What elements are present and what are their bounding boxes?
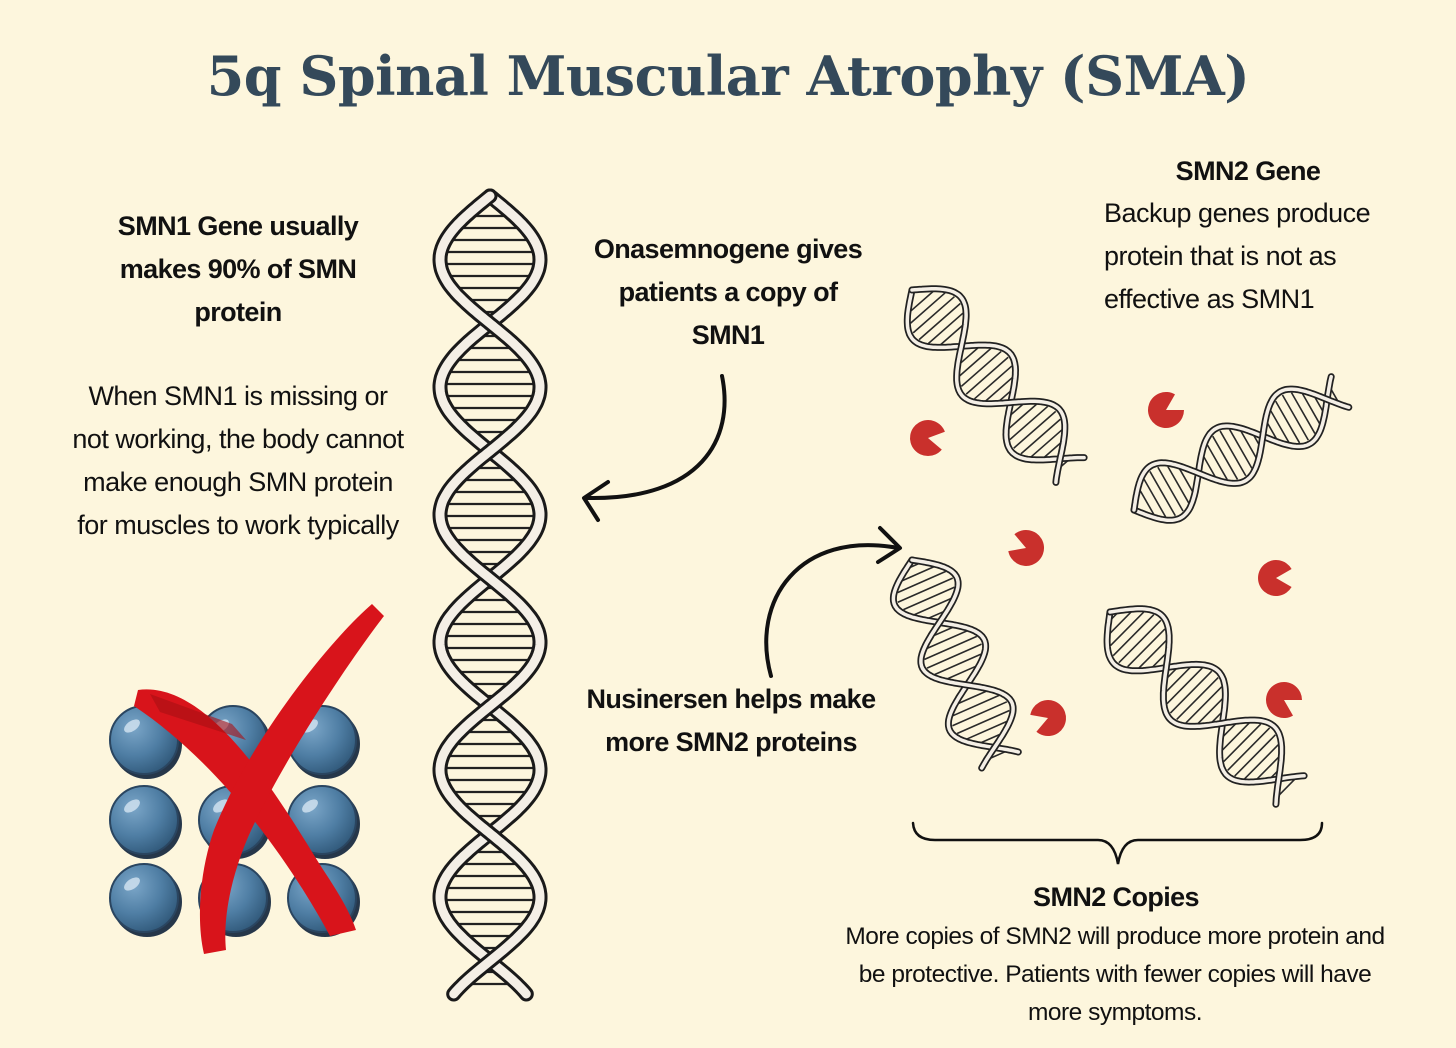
pacman-protein-icon [1008, 529, 1045, 566]
curly-brace-icon [911, 821, 1324, 865]
protein-fragments [910, 391, 1302, 737]
dna-helix-icon [1103, 605, 1308, 808]
arrow-nusinersen [764, 543, 900, 678]
pacman-protein-icon [1266, 682, 1302, 719]
arrow-head-icon [582, 480, 610, 522]
smn1-heading: SMN1 Gene usually makes 90% of SMN prote… [117, 211, 359, 327]
smn1-description: When SMN1 is missing or not working, the… [72, 381, 404, 540]
smn2-dna-group [889, 285, 1353, 808]
dna-helix-icon [432, 188, 548, 1002]
pacman-protein-icon [910, 420, 945, 457]
pacman-protein-icon [1258, 560, 1292, 596]
page-title: 5q Spinal Muscular Atrophy (SMA) [206, 44, 1250, 108]
smn2-copies-title: SMN2 Copies [1033, 882, 1200, 912]
onasemnogene-label: Onasemnogene gives patients a copy of SM… [593, 234, 863, 350]
smn2-gene-title: SMN2 Gene [1175, 156, 1321, 186]
arrow-head-icon [876, 526, 902, 564]
dna-helix-icon [903, 285, 1088, 486]
smn2-gene-description: Backup genes produce protein that is not… [1104, 198, 1371, 314]
dna-helix-icon [1130, 373, 1353, 524]
pacman-protein-icon [1148, 391, 1184, 428]
protein-sphere-icon [109, 863, 182, 937]
arrow-onasemnogene [586, 374, 727, 501]
pacman-protein-icon [1030, 700, 1067, 737]
smn2-copies-description: More copies of SMN2 will produce more pr… [845, 923, 1385, 1026]
protein-sphere-icon [109, 785, 182, 859]
cross-mark-icon [134, 604, 384, 954]
nusinersen-label: Nusinersen helps make more SMN2 proteins [586, 684, 876, 757]
dna-helix-icon [889, 556, 1022, 772]
